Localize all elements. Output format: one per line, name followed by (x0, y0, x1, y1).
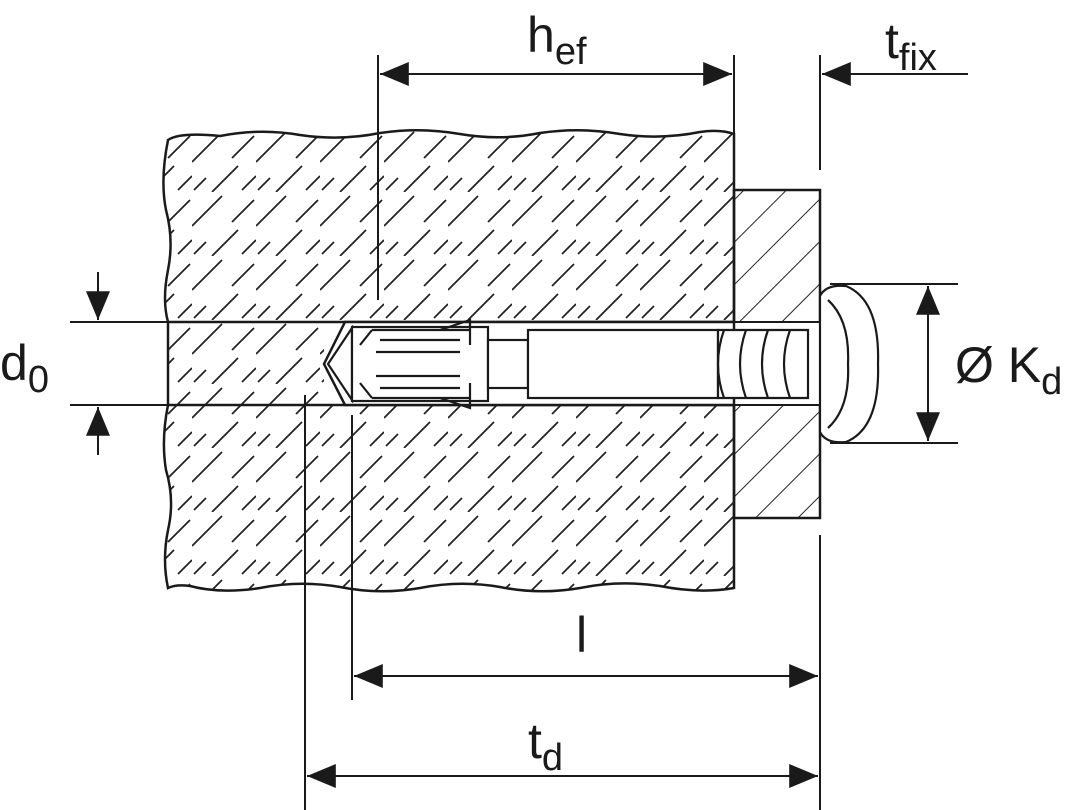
concrete-base-lower (162, 403, 736, 593)
dim-d0 (70, 272, 345, 455)
expansion-sleeve (350, 325, 490, 403)
label-hef: hef (527, 7, 587, 73)
dim-hef (377, 55, 735, 300)
dim-td (304, 395, 818, 810)
label-l: l (576, 607, 587, 663)
anchor (326, 284, 880, 444)
label-d0: d0 (0, 335, 49, 401)
concrete-base-upper (162, 128, 736, 324)
dim-tfix (819, 55, 968, 170)
dim-l (351, 415, 821, 810)
label-kd: Ø Kd (955, 337, 1062, 403)
concrete-base-middle (168, 322, 324, 405)
dim-kd (830, 283, 958, 444)
label-tfix: tfix (885, 13, 937, 79)
bolt-shank (526, 328, 720, 400)
label-td: td (528, 713, 563, 779)
